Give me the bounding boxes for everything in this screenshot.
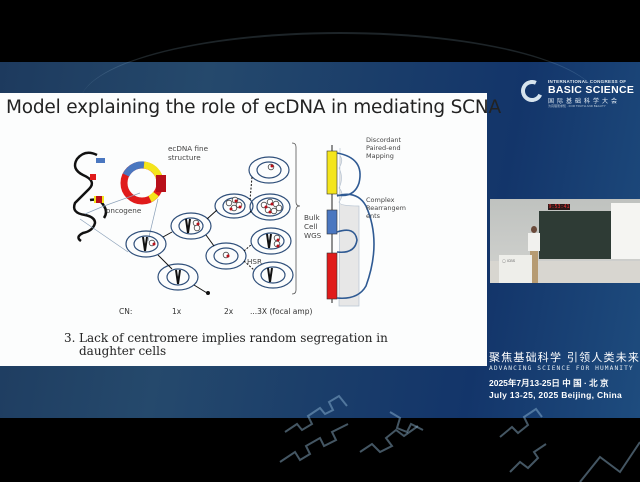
- label-bulk-cell-wgs: Bulk Cell WGS: [304, 213, 322, 240]
- congress-logo-icon: [517, 76, 547, 106]
- presentation-slide: Model explaining the role of ecDNA in me…: [0, 93, 501, 366]
- blackboard: [539, 211, 611, 259]
- podium: ◯ ICBS: [499, 255, 532, 283]
- speaker-video-feed: 9:53:41 ◯ ICBS: [490, 199, 640, 283]
- bulk-wgs-bracket: [291, 142, 301, 295]
- speaker: [527, 226, 541, 283]
- logo-line-4: 为真理而求知 · FOR TRUTH AND BEAUTY: [548, 104, 606, 108]
- ecdna-ring-icon: [120, 161, 166, 205]
- bullet-text: Lack of centromere implies random segreg…: [79, 331, 388, 358]
- copy-number-1x: 1x: [172, 307, 182, 316]
- label-hsr: HSR: [247, 257, 262, 266]
- label-complex-rearrangements: Complex Rearrangem ents: [366, 196, 406, 220]
- lineage-arrows: [157, 176, 255, 295]
- tagline-chinese: 聚焦基础科学 引领人类未来: [489, 351, 640, 364]
- date-english: July 13-25, 2025 Beijing, China: [489, 390, 623, 400]
- bullet-number: 3.: [64, 331, 76, 345]
- label-oncogene: oncogene: [106, 206, 142, 215]
- logo-line-1: INTERNATIONAL CONGRESS OF: [548, 79, 627, 84]
- ecdna-model-diagram: [72, 142, 375, 307]
- label-discordant-mapping: Discordant Paired-end Mapping: [366, 136, 402, 160]
- genome-track-icon: [326, 145, 375, 307]
- puzzle-decoration: [279, 394, 640, 482]
- projection-screen: [611, 203, 640, 259]
- copy-number-3x: ...3X (focal amp): [250, 307, 313, 316]
- chromosome-x-icon: [142, 218, 273, 285]
- congress-logo: INTERNATIONAL CONGRESS OF BASIC SCIENCE …: [517, 76, 639, 108]
- logo-line-2: BASIC SCIENCE: [548, 84, 635, 96]
- chromosome-strand-icon: [72, 151, 108, 243]
- date-chinese: 2025年7月13-25日 中 国 · 北 京: [489, 378, 609, 388]
- copy-number-2x: 2x: [224, 307, 234, 316]
- wall-clock: 9:53:41: [548, 204, 570, 210]
- copy-number-label: CN:: [119, 307, 133, 316]
- slide-title: Model explaining the role of ecDNA in me…: [6, 97, 501, 118]
- label-ecdna-fine-structure: ecDNA fine structure: [168, 144, 208, 162]
- logo-line-3: 国际基础科学大会: [548, 99, 621, 105]
- oncogene-marks-icon: [152, 164, 280, 258]
- cell-lineage-icon: [125, 156, 294, 291]
- tagline-english: ADVANCING SCIENCE FOR HUMANITY: [489, 365, 634, 372]
